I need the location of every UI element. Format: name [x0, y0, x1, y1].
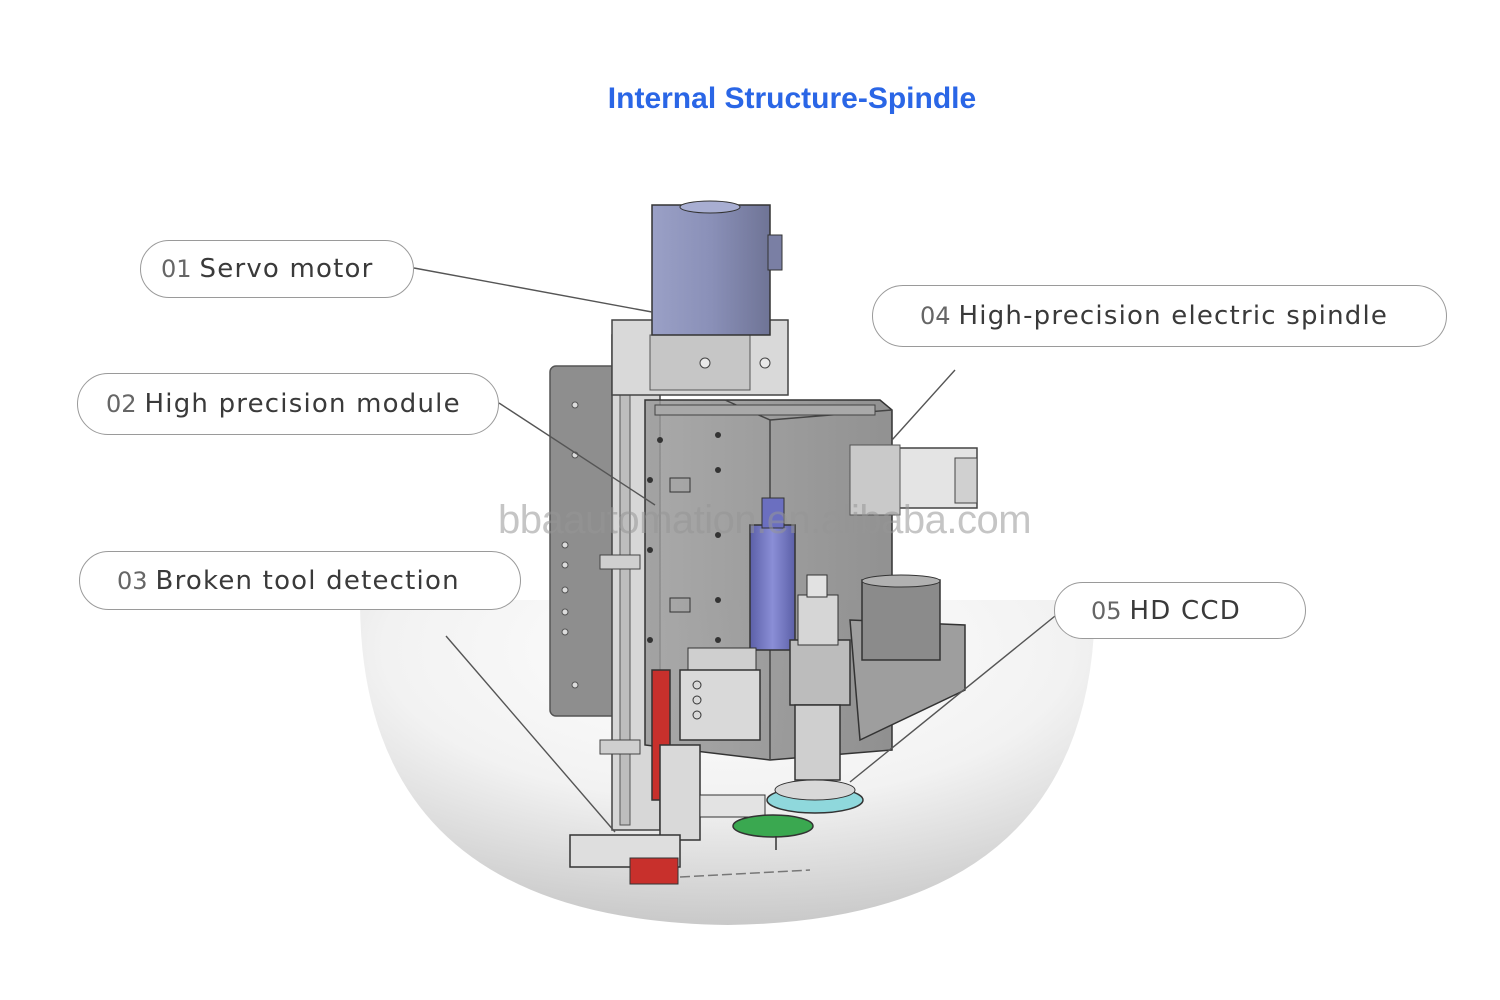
callout-high-precision-module: 02 High precision module	[77, 373, 499, 435]
callout-label: High precision module	[144, 389, 461, 419]
callout-label: Servo motor	[199, 254, 374, 284]
ccd-camera	[789, 639, 851, 706]
callout-label: Broken tool detection	[155, 565, 460, 596]
callout-number: 05	[1091, 596, 1122, 625]
callout-label: High-precision electric spindle	[958, 301, 1389, 331]
callout-electric-spindle: 04 High-precision electric spindle	[872, 285, 1447, 347]
green-ring	[732, 814, 814, 838]
callout-label: HD CCD	[1129, 595, 1241, 626]
callout-hd-ccd: 05 HD CCD	[1054, 582, 1306, 639]
leader-lines	[413, 267, 1061, 833]
callout-number: 01	[161, 255, 192, 283]
right-cylinder	[861, 579, 941, 661]
callout-number: 03	[117, 566, 148, 595]
watermark-text: bbaautomation.en.alibaba.com	[498, 498, 1032, 542]
callout-broken-tool-detection: 03 Broken tool detection	[79, 551, 521, 610]
servo-motor-body	[651, 204, 771, 336]
callout-number: 04	[920, 302, 951, 330]
callout-servo-motor: 01 Servo motor	[140, 240, 414, 298]
title-wrapper: Internal Structure-Spindle	[0, 82, 1500, 116]
tool-detector	[569, 834, 681, 868]
callout-number: 02	[106, 390, 137, 418]
electric-spindle	[749, 524, 796, 651]
diagram-title: Internal Structure-Spindle	[607, 82, 977, 115]
